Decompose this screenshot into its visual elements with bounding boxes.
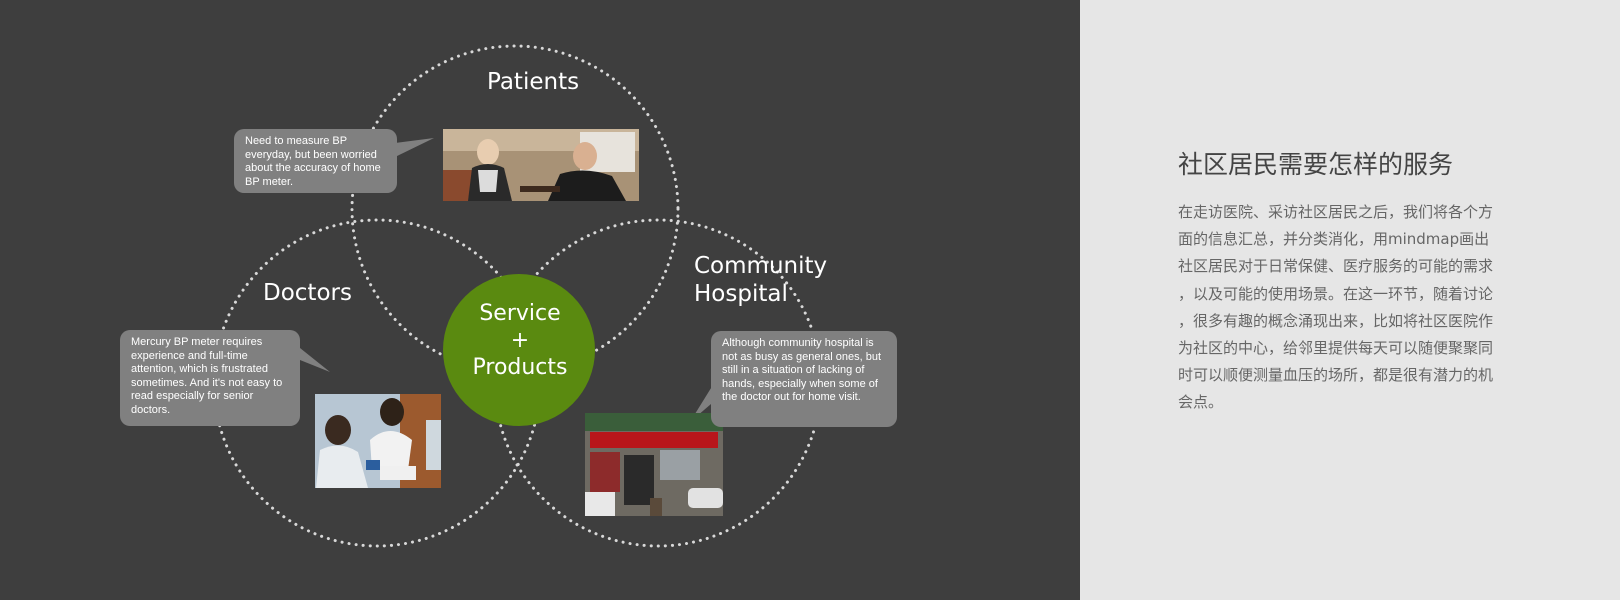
doctors-label: Doctors xyxy=(263,280,352,306)
center-label: Service + Products xyxy=(444,300,596,381)
body-line: 社区居民对于日常保健、医疗服务的可能的需求 xyxy=(1178,257,1494,276)
body-line: 为社区的中心，给邻里提供每天可以随便聚聚同 xyxy=(1178,339,1494,358)
center-circle xyxy=(443,274,595,426)
body-line: ，很多有趣的概念涌现出来，比如将社区医院作 xyxy=(1178,311,1494,330)
center-line-plus: + xyxy=(510,328,530,353)
section-title: 社区居民需要怎样的服务 xyxy=(1178,150,1454,179)
description-panel: 社区居民需要怎样的服务 在走访医院、采访社区居民之后，我们将各个方 面的信息汇总… xyxy=(1080,0,1620,600)
body-line: ，以及可能的使用场景。在这一环节，随着讨论 xyxy=(1178,284,1494,303)
patients-bubble-tail xyxy=(395,138,434,157)
body-line: 在走访医院、采访社区居民之后，我们将各个方 xyxy=(1178,203,1494,221)
body-line: 时可以顺便测量血压的场所，都是很有潜力的机 xyxy=(1178,366,1494,385)
patients-bubble: Need to measure BP everyday, but been wo… xyxy=(234,129,397,193)
patients-label: Patients xyxy=(487,69,580,95)
diagram-panel: Patients Doctors Community Hospital Serv… xyxy=(120,44,897,548)
body-line: 会点。 xyxy=(1178,393,1224,412)
venn-diagram xyxy=(212,44,823,548)
center-line-service: Service xyxy=(479,301,561,326)
body-line: 面的信息汇总，并分类消化，用mindmap画出 xyxy=(1178,230,1490,249)
section-body: 在走访医院、采访社区居民之后，我们将各个方 面的信息汇总，并分类消化，用mind… xyxy=(1178,199,1530,417)
doctors-bubble: Mercury BP meter requires experience and… xyxy=(120,330,300,426)
hospital-photo xyxy=(585,413,723,516)
patients-photo xyxy=(443,129,639,201)
hospital-label: Community Hospital xyxy=(694,253,828,307)
doctors-bubble-tail xyxy=(290,340,330,372)
center-line-products: Products xyxy=(472,355,568,380)
hospital-bubble: Although community hospital is not as bu… xyxy=(711,331,897,427)
doctors-photo xyxy=(315,394,441,488)
